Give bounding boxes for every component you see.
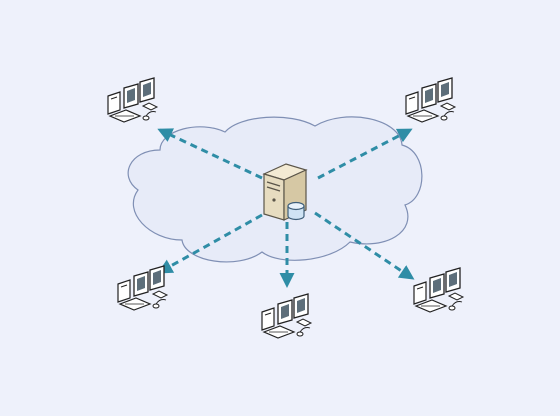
workstation-icon [107, 77, 158, 123]
workstation-icon [413, 267, 464, 313]
connection-top-right [317, 128, 413, 180]
connection-bottom-left [157, 213, 263, 274]
server-with-database-icon [262, 163, 308, 221]
connection-top-left [157, 128, 263, 180]
connections [157, 128, 415, 288]
database-icon [287, 201, 305, 221]
workstation-icon [117, 265, 168, 311]
connection-bottom-right [314, 211, 415, 280]
workstation-icon [261, 293, 312, 339]
workstation-icon [405, 77, 456, 123]
